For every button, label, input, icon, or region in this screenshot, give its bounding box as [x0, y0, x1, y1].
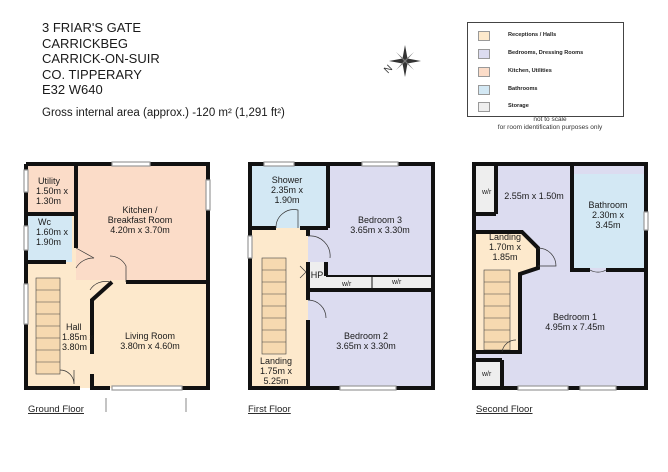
legend-swatch [478, 67, 490, 77]
kitchen-label-2: Breakfast Room [108, 215, 173, 225]
scale-note-line-2: for room identification purposes only [497, 124, 603, 131]
second-windows [517, 211, 649, 391]
scale-note: not to scale for room identification pur… [470, 116, 630, 132]
legend-swatch [478, 85, 490, 95]
first-landing-label: Landing [260, 356, 292, 366]
address-line-1: 3 FRIAR'S GATE [42, 20, 142, 35]
hot-press-label: HP [311, 270, 324, 280]
wc-dims-2: 1.90m [36, 237, 61, 247]
ground-stairs [35, 277, 61, 375]
bedroom2-dims: 3.65m x 3.30m [336, 341, 396, 351]
gross-internal-area: Gross internal area (approx.) -120 m² (1… [42, 107, 285, 119]
bathroom-dims-2: 3.45m [595, 220, 620, 230]
second-landing-dims-1: 1.70m x [489, 242, 522, 252]
ground-windows [23, 161, 211, 391]
bedroom1-dims: 4.95m x 7.45m [545, 322, 605, 332]
first-landing-dims-1: 1.75m x [260, 366, 293, 376]
scale-note-line-1: not to scale [533, 116, 567, 123]
hall-dims-1: 1.85m x [62, 332, 95, 342]
property-address: 3 FRIAR'S GATE CARRICKBEG CARRICK-ON-SUI… [42, 20, 160, 98]
wardrobe-label-2: w/r [391, 279, 402, 286]
second-landing-dims-2: 1.85m [492, 252, 517, 262]
hall-dims-2: 3.80m [62, 342, 87, 352]
second-landing-label: Landing [489, 232, 521, 242]
shower-room [250, 164, 328, 228]
bedroom1-label: Bedroom 1 [553, 312, 597, 322]
wardrobe-top-label: w/r [481, 189, 492, 196]
legend-swatch [478, 31, 490, 41]
utility-label: Utility [38, 176, 60, 186]
legend-swatch [478, 102, 490, 112]
legend: Receptions / Halls Bedrooms, Dressing Ro… [467, 22, 624, 117]
kitchen-room [76, 164, 208, 280]
wc-room [26, 214, 72, 262]
second-wardrobe-bottom [476, 360, 502, 386]
kitchen-label-1: Kitchen / [122, 205, 158, 215]
legend-label: Bathrooms [508, 86, 538, 92]
compass-icon: N [382, 45, 421, 77]
living-room-dims: 3.80m x 4.60m [120, 341, 180, 351]
wc-label: Wc [38, 217, 51, 227]
utility-room [26, 164, 76, 214]
address-line-4: CO. TIPPERARY [42, 66, 142, 82]
first-windows [247, 161, 399, 391]
second-stairs [483, 269, 511, 351]
second-doors [501, 247, 607, 353]
first-floor-plan: Shower 2.35m x 1.90m Bedroom 3 3.65m x 3… [247, 161, 435, 415]
legend-swatch [478, 49, 490, 59]
address-line-5: E32 W640 [42, 82, 103, 97]
legend-label: Storage [508, 103, 529, 109]
ground-doors [59, 247, 127, 385]
bedroom2-label: Bedroom 2 [344, 331, 388, 341]
legend-label: Bedrooms, Dressing Rooms [508, 50, 584, 56]
first-doors [275, 209, 331, 319]
hall-label: Hall [66, 322, 82, 332]
first-landing-dims-2: 5.25m [263, 376, 288, 386]
living-room-label: Living Room [125, 331, 175, 341]
wc-dims-1: 1.60m x [36, 227, 69, 237]
hot-press [308, 262, 326, 290]
bathroom-dims-1: 2.30m x [592, 210, 625, 220]
shower-dims-1: 2.35m x [271, 185, 304, 195]
address-line-2: CARRICKBEG [42, 35, 128, 51]
second-floor-label: Second Floor [476, 404, 533, 415]
compass-north-label: N [382, 63, 395, 76]
bathroom-room [574, 174, 644, 268]
bedroom3-dims: 3.65m x 3.30m [350, 225, 410, 235]
kitchen-dims: 4.20m x 3.70m [110, 225, 170, 235]
ground-floor-plan: Utility 1.50m x 1.30m Kitchen / Breakfas… [23, 161, 211, 415]
first-wardrobe [326, 276, 432, 290]
second-wardrobe-top [476, 166, 496, 214]
utility-dims-2: 1.30m [36, 196, 61, 206]
living-room [92, 282, 208, 388]
wardrobe-bottom-label: w/r [481, 371, 492, 378]
legend-label: Receptions / Halls [508, 32, 557, 38]
first-floor-label: First Floor [248, 404, 291, 415]
bedroom3-label: Bedroom 3 [358, 215, 402, 225]
ground-floor-label: Ground Floor [28, 404, 84, 415]
shower-dims-2: 1.90m [274, 195, 299, 205]
bathroom-label: Bathroom [588, 200, 627, 210]
second-floor-plan: w/r 2.55m x 1.50m Bathroom 2.30m x 3.45m… [472, 162, 649, 415]
shower-label: Shower [272, 175, 303, 185]
first-stairs [261, 257, 287, 355]
utility-dims-1: 1.50m x [36, 186, 69, 196]
wardrobe-label-1: w/r [341, 281, 352, 288]
legend-label: Kitchen, Utilities [508, 68, 552, 74]
address-line-3: CARRICK-ON-SUIR [42, 51, 160, 66]
second-small-room-dims: 2.55m x 1.50m [504, 191, 564, 201]
